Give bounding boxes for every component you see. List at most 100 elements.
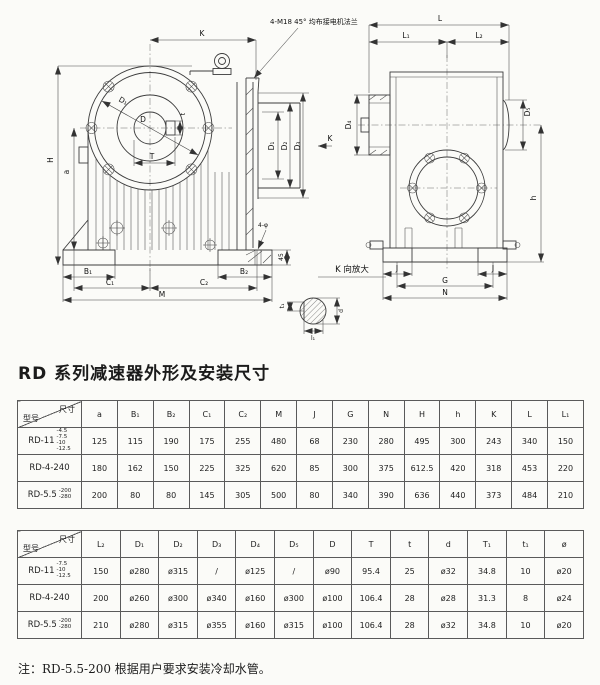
dim-label-l1: l₁ xyxy=(311,335,316,342)
ratio-value: -200 xyxy=(58,488,72,495)
value-cell: 80 xyxy=(296,481,333,509)
corner-header-cell: 尺寸型号 xyxy=(17,530,82,558)
column-header: L₁ xyxy=(546,400,585,428)
motor-flange-section: D₁ D₂ D₃ K 4-φ 45 xyxy=(245,77,334,266)
value-cell: 318 xyxy=(475,454,513,482)
value-cell: 225 xyxy=(188,454,226,482)
value-cell: 145 xyxy=(188,481,226,509)
value-cell: 300 xyxy=(331,454,369,482)
value-cell: 453 xyxy=(511,454,548,482)
value-cell: 210 xyxy=(81,611,121,639)
value-cell: 255 xyxy=(224,427,262,455)
ratio-value: -200 xyxy=(58,618,72,625)
value-cell: ø24 xyxy=(544,584,584,612)
corner-label-model: 型号 xyxy=(23,414,39,423)
model-cell: RD-11-7.5-10-12.5 xyxy=(17,557,82,585)
dim-label-B1: B₁ xyxy=(84,267,92,276)
corner-label-model: 型号 xyxy=(23,544,39,553)
value-cell: ø340 xyxy=(196,584,237,612)
model-name: RD-4-240 xyxy=(29,593,70,603)
column-header: T₁ xyxy=(467,530,507,558)
value-cell: 106.4 xyxy=(351,584,391,612)
value-cell: 375 xyxy=(367,454,405,482)
value-cell: 200 xyxy=(81,481,118,509)
value-cell: 620 xyxy=(260,454,298,482)
model-wrap: RD-4-240 xyxy=(19,593,81,603)
value-cell: 390 xyxy=(367,481,405,509)
dim-label-G: G xyxy=(442,276,448,285)
model-wrap: RD-4-240 xyxy=(19,463,81,473)
value-cell: 80 xyxy=(116,481,154,509)
dim-label-H: H xyxy=(46,157,55,163)
ratio-value: -12.5 xyxy=(56,572,71,579)
value-cell: ø125 xyxy=(235,557,276,585)
dim-label-T: T xyxy=(149,152,155,161)
value-cell: / xyxy=(274,557,314,585)
ratio-value: -280 xyxy=(58,494,72,500)
value-cell: 480 xyxy=(260,427,298,455)
value-cell: ø20 xyxy=(544,557,584,585)
column-header: D₂ xyxy=(158,530,198,558)
value-cell: ø280 xyxy=(119,557,160,585)
page-title: RD 系列减速器外形及安装尺寸 xyxy=(18,364,271,385)
dim-label-B2: B₂ xyxy=(240,267,248,276)
value-cell: 85 xyxy=(296,454,333,482)
value-cell: 162 xyxy=(116,454,154,482)
model-name: RD-5.5 xyxy=(27,620,57,630)
value-cell: 420 xyxy=(439,454,477,482)
hole-callout-4phi: 4-φ xyxy=(258,222,268,229)
column-header: L xyxy=(511,400,548,428)
column-header: C₁ xyxy=(188,400,226,428)
value-cell: ø32 xyxy=(428,611,469,639)
dim-label-h: h xyxy=(529,195,538,200)
ratio-value: -4.5 xyxy=(56,428,68,435)
value-cell: ø20 xyxy=(544,611,584,639)
value-cell: ø90 xyxy=(312,557,353,585)
value-cell: ø100 xyxy=(312,611,353,639)
value-cell: 10 xyxy=(505,611,546,639)
side-feet xyxy=(365,227,521,263)
column-header: D xyxy=(312,530,353,558)
value-cell: ø355 xyxy=(196,611,237,639)
value-cell: 220 xyxy=(546,454,585,482)
value-cell: 200 xyxy=(81,584,121,612)
ratio-value: -7.5 xyxy=(56,434,68,441)
model-ratios: -200-280 xyxy=(58,488,72,501)
value-cell: ø100 xyxy=(312,584,353,612)
dim-label-M: M xyxy=(159,290,165,299)
front-view xyxy=(62,44,273,272)
dim-label-L: L xyxy=(438,14,443,23)
value-cell: 115 xyxy=(116,427,154,455)
model-wrap: RD-5.5-200-280 xyxy=(19,488,81,501)
column-header: B₂ xyxy=(152,400,190,428)
dim-label-45: 45 xyxy=(278,253,285,261)
column-header: t₁ xyxy=(505,530,546,558)
value-cell: 305 xyxy=(224,481,262,509)
value-cell: 440 xyxy=(439,481,477,509)
corner-header-cell: 尺寸型号 xyxy=(17,400,82,428)
value-cell: 34.8 xyxy=(467,611,507,639)
column-header: C₂ xyxy=(224,400,262,428)
dim-label-a: a xyxy=(62,170,71,175)
column-header: D₄ xyxy=(235,530,276,558)
column-header: D₃ xyxy=(196,530,237,558)
value-cell: 243 xyxy=(475,427,513,455)
column-header: J xyxy=(296,400,333,428)
value-cell: 325 xyxy=(224,454,262,482)
side-view: L L₁ L₂ D₄ D₅ h J xyxy=(344,14,544,301)
ratio-value: -10 xyxy=(56,567,66,574)
model-cell: RD-5.5-200-280 xyxy=(17,481,82,509)
footnote: 注：RD-5.5-200 根据用户要求安装冷却水管。 xyxy=(18,662,271,676)
corner-label-dimension: 尺寸 xyxy=(59,405,75,414)
value-cell: 300 xyxy=(439,427,477,455)
model-wrap: RD-5.5-200-280 xyxy=(19,618,81,631)
value-cell: 28 xyxy=(389,584,430,612)
